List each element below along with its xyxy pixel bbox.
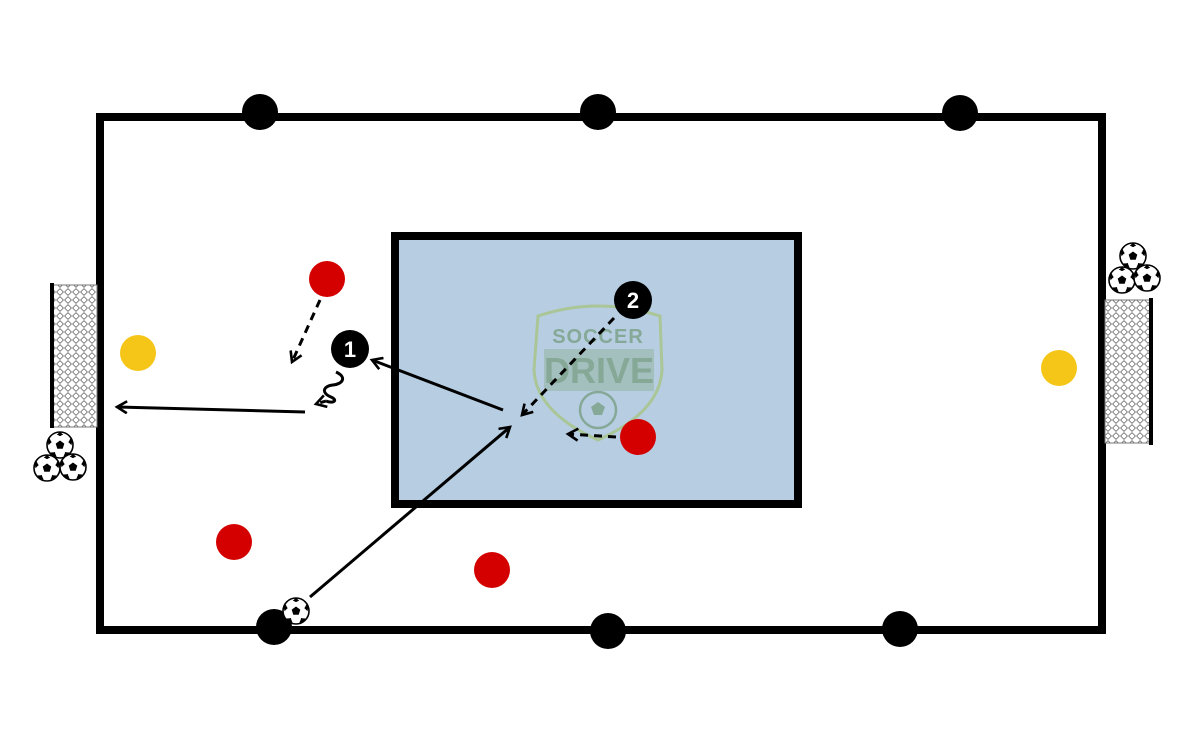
right-goal-net (1104, 299, 1151, 444)
ball-icon (59, 453, 87, 481)
logo-ball-icon (578, 390, 618, 430)
player-1: 1 (331, 330, 369, 368)
pass-arrow (309, 427, 510, 599)
player-1-label: 1 (344, 337, 356, 362)
red-player (216, 524, 252, 560)
shot-arrow (117, 407, 306, 412)
dribble-arrow-tail (316, 401, 326, 404)
pass-arrow (372, 360, 504, 412)
neutral-player (942, 95, 978, 131)
logo-main-word: DRIVE (544, 350, 654, 391)
player-2: 2 (614, 281, 652, 319)
press-arrow (292, 299, 322, 362)
red-player (474, 552, 510, 588)
logo-ball-pentagon (591, 402, 605, 415)
neutral-player (580, 94, 616, 130)
neutral-player (256, 609, 292, 645)
left-goal-net (51, 284, 98, 428)
red-player (620, 419, 656, 455)
yellow-player (120, 335, 156, 371)
yellow-player (1041, 350, 1077, 386)
logo-banner (544, 349, 654, 391)
red-player (309, 261, 345, 297)
ball-icon (1133, 264, 1161, 292)
center-zone (391, 232, 802, 508)
soccer-drive-logo: SOCCER DRIVE (532, 304, 664, 442)
ball-icon (282, 597, 310, 625)
neutral-player (242, 94, 278, 130)
ball-icon (33, 454, 61, 482)
neutral-player (882, 611, 918, 647)
ball-icon (1108, 266, 1136, 294)
logo-top-word: SOCCER (552, 326, 644, 348)
player-2-label: 2 (627, 288, 639, 313)
logo-shield (532, 304, 664, 442)
neutral-player (590, 613, 626, 649)
dribble-arrow (323, 370, 345, 404)
